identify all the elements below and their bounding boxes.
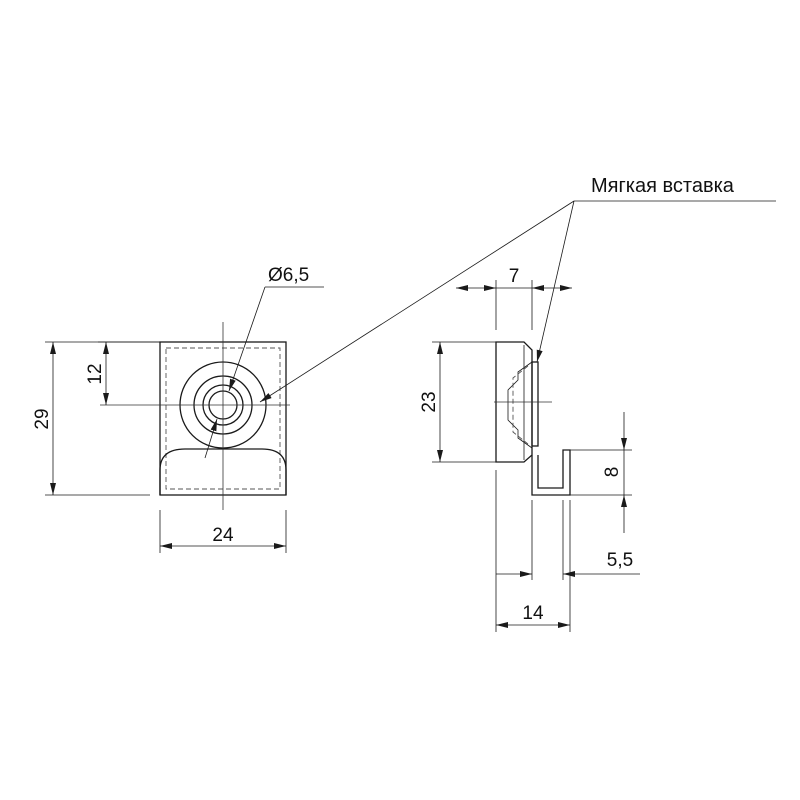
soft-insert-callout: Мягкая вставка bbox=[259, 175, 776, 403]
front-width-label: 24 bbox=[212, 525, 234, 546]
front-height-label: 29 bbox=[32, 408, 53, 429]
front-view-lip bbox=[159, 448, 287, 495]
total-depth-dimension: 14 bbox=[496, 603, 570, 628]
side-view bbox=[494, 341, 571, 496]
insert-depth-dimension: 7 bbox=[456, 266, 572, 330]
hook-width-dimension: 5,5 bbox=[495, 470, 640, 632]
hook-height-label: 8 bbox=[602, 467, 623, 478]
total-depth-label: 14 bbox=[522, 603, 544, 624]
hook-height-dimension: 8 bbox=[570, 412, 632, 533]
hole-height-label: 12 bbox=[85, 363, 106, 384]
diameter-dimension: Ø6,5 bbox=[204, 265, 324, 459]
side-height-dimension: 23 bbox=[419, 341, 496, 463]
front-width-dimension: 24 bbox=[159, 510, 287, 553]
soft-insert-label: Мягкая вставка bbox=[591, 175, 735, 197]
diameter-label: Ø6,5 bbox=[268, 265, 309, 286]
side-view-hook bbox=[531, 449, 571, 496]
front-view bbox=[100, 322, 290, 510]
soft-insert-profile bbox=[507, 361, 533, 449]
front-height-dimension: 29 bbox=[32, 341, 160, 496]
hook-width-label: 5,5 bbox=[607, 550, 633, 571]
soft-insert-pad bbox=[531, 361, 539, 447]
hole-height-dimension: 12 bbox=[85, 341, 160, 405]
soft-insert-hidden bbox=[512, 365, 529, 445]
insert-depth-label: 7 bbox=[509, 266, 520, 287]
side-height-label: 23 bbox=[419, 391, 440, 412]
